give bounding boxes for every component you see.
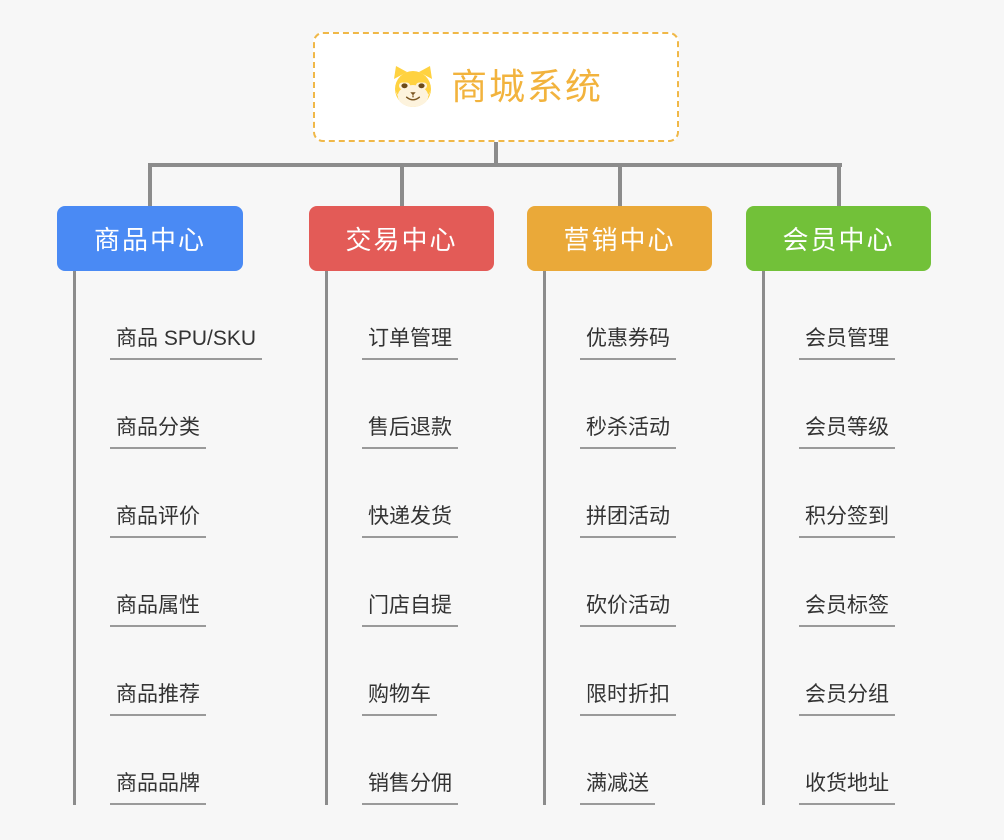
connector-drop-marketing-center [618,163,622,206]
root-node-mall-system[interactable]: 商城系统 [313,32,679,142]
leaf-item-label: 限时折扣 [580,682,676,716]
leaf-item[interactable]: 售后退款 [328,360,494,449]
connector-horizontal-bus [148,163,842,167]
column-marketing-center: 营销中心优惠券码秒杀活动拼团活动砍价活动限时折扣满减送 [527,206,712,805]
leaf-item[interactable]: 商品品牌 [76,716,243,805]
leaf-item[interactable]: 商品属性 [76,538,243,627]
leaf-item-label: 商品推荐 [110,682,206,716]
leaf-item[interactable]: 优惠券码 [546,271,712,360]
leaf-item[interactable]: 门店自提 [328,538,494,627]
leaf-list-member-center: 会员管理会员等级积分签到会员标签会员分组收货地址 [762,271,931,805]
leaf-item-label: 砍价活动 [580,593,676,627]
leaf-item[interactable]: 满减送 [546,716,712,805]
leaf-item[interactable]: 商品分类 [76,360,243,449]
leaf-item[interactable]: 商品评价 [76,449,243,538]
leaf-item-label: 收货地址 [799,771,895,805]
leaf-item-label: 会员等级 [799,415,895,449]
column-product-center: 商品中心商品 SPU/SKU 商品分类商品评价商品属性商品推荐商品品牌 [57,206,263,805]
category-box-trade-center[interactable]: 交易中心 [309,206,494,271]
category-box-member-center[interactable]: 会员中心 [746,206,931,271]
category-box-marketing-center[interactable]: 营销中心 [527,206,712,271]
leaf-item[interactable]: 积分签到 [765,449,931,538]
column-member-center: 会员中心会员管理会员等级积分签到会员标签会员分组收货地址 [746,206,931,805]
leaf-item[interactable]: 砍价活动 [546,538,712,627]
leaf-list-trade-center: 订单管理售后退款快递发货门店自提购物车销售分佣 [325,271,494,805]
root-title: 商城系统 [450,66,603,107]
leaf-item[interactable]: 商品推荐 [76,627,243,716]
leaf-item-label: 快递发货 [362,504,458,538]
leaf-item-label: 商品评价 [110,504,206,538]
leaf-item-label: 拼团活动 [580,504,676,538]
leaf-item-label: 销售分佣 [362,771,458,805]
leaf-item[interactable]: 会员管理 [765,271,931,360]
leaf-item[interactable]: 限时折扣 [546,627,712,716]
connector-drop-trade-center [400,163,404,206]
leaf-item-label: 秒杀活动 [580,415,676,449]
leaf-item-label: 会员管理 [799,326,895,360]
leaf-item-label: 商品品牌 [110,771,206,805]
connector-drop-product-center [148,163,152,206]
category-box-product-center[interactable]: 商品中心 [57,206,243,271]
leaf-list-marketing-center: 优惠券码秒杀活动拼团活动砍价活动限时折扣满减送 [543,271,712,805]
leaf-item[interactable]: 秒杀活动 [546,360,712,449]
leaf-list-product-center: 商品 SPU/SKU 商品分类商品评价商品属性商品推荐商品品牌 [73,271,263,805]
connector-root-stem [494,142,498,166]
leaf-item[interactable]: 会员等级 [765,360,931,449]
leaf-item-label: 门店自提 [362,593,458,627]
leaf-item[interactable]: 快递发货 [328,449,494,538]
leaf-item-label: 会员分组 [799,682,895,716]
leaf-item-label: 订单管理 [362,326,458,360]
leaf-item-label: 优惠券码 [580,326,676,360]
leaf-item[interactable]: 商品 SPU/SKU [76,271,263,360]
shiba-dog-face-icon [389,63,437,111]
leaf-item[interactable]: 订单管理 [328,271,494,360]
column-trade-center: 交易中心订单管理售后退款快递发货门店自提购物车销售分佣 [309,206,494,805]
leaf-item[interactable]: 购物车 [328,627,494,716]
leaf-item[interactable]: 会员分组 [765,627,931,716]
leaf-item[interactable]: 会员标签 [765,538,931,627]
leaf-item[interactable]: 拼团活动 [546,449,712,538]
leaf-item-label: 商品分类 [110,415,206,449]
leaf-item-label: 会员标签 [799,593,895,627]
leaf-item-label: 购物车 [362,682,437,716]
leaf-item[interactable]: 收货地址 [765,716,931,805]
leaf-item-label: 商品属性 [110,593,206,627]
leaf-item[interactable]: 销售分佣 [328,716,494,805]
leaf-item-label: 商品 SPU/SKU [110,326,263,360]
leaf-item-label: 满减送 [580,771,655,805]
leaf-item-label: 售后退款 [362,415,458,449]
leaf-item-label: 积分签到 [799,504,895,538]
connector-drop-member-center [837,163,841,206]
